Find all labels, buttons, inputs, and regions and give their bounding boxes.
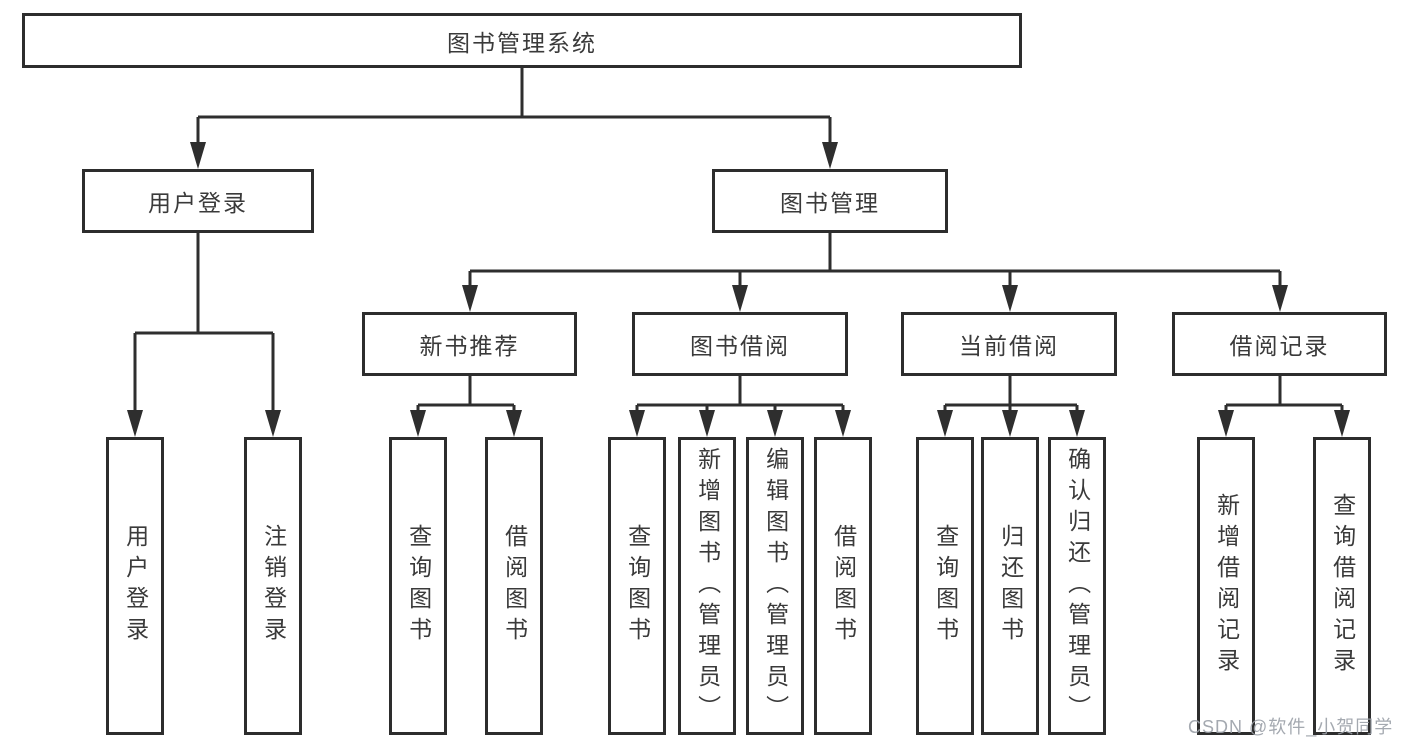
leaf-add-book-admin-label: 新增图书（管理员） bbox=[694, 446, 721, 726]
connector-book-borrowing-children bbox=[635, 376, 845, 413]
leaf-add-book-admin: 新增图书（管理员） bbox=[678, 437, 736, 735]
leaf-query-borrow-record-label: 查询借阅记录 bbox=[1329, 493, 1356, 679]
leaf-logout: 注销登录 bbox=[244, 437, 302, 735]
leaf-borrow-books-1-label: 借阅图书 bbox=[501, 524, 528, 648]
leaf-user-login-label: 用户登录 bbox=[122, 524, 149, 648]
connector-book-mgmt-children bbox=[468, 233, 1282, 288]
leaf-edit-book-admin: 编辑图书（管理员） bbox=[746, 437, 804, 735]
leaf-return-books: 归还图书 bbox=[981, 437, 1039, 735]
leaf-query-borrow-record: 查询借阅记录 bbox=[1313, 437, 1371, 735]
node-current-borrowing: 当前借阅 bbox=[901, 312, 1117, 376]
leaf-user-login: 用户登录 bbox=[106, 437, 164, 735]
node-root: 图书管理系统 bbox=[22, 13, 1022, 68]
connector-user-login-children bbox=[133, 233, 275, 413]
leaf-confirm-return-admin: 确认归还（管理员） bbox=[1048, 437, 1106, 735]
leaf-logout-label: 注销登录 bbox=[260, 524, 287, 648]
connector-new-book-rec-children bbox=[416, 376, 516, 413]
node-user-login: 用户登录 bbox=[82, 169, 314, 233]
leaf-borrow-books-2: 借阅图书 bbox=[814, 437, 872, 735]
leaf-add-borrow-record: 新增借阅记录 bbox=[1197, 437, 1255, 735]
leaf-borrow-books-1: 借阅图书 bbox=[485, 437, 543, 735]
leaf-borrow-books-2-label: 借阅图书 bbox=[830, 524, 857, 648]
leaf-query-books-1: 查询图书 bbox=[389, 437, 447, 735]
connector-root-to-level2 bbox=[196, 68, 832, 145]
leaf-query-books-1-label: 查询图书 bbox=[405, 524, 432, 648]
connector-borrowing-records-children bbox=[1224, 376, 1344, 413]
watermark: CSDN @软件_小贺同学 bbox=[1188, 717, 1394, 737]
connector-current-borrowing-children bbox=[943, 376, 1079, 413]
leaf-edit-book-admin-label: 编辑图书（管理员） bbox=[762, 446, 789, 726]
node-book-borrowing: 图书借阅 bbox=[632, 312, 848, 376]
leaf-query-books-3-label: 查询图书 bbox=[932, 524, 959, 648]
node-new-book-rec: 新书推荐 bbox=[362, 312, 577, 376]
leaf-add-borrow-record-label: 新增借阅记录 bbox=[1213, 493, 1240, 679]
leaf-query-books-2-label: 查询图书 bbox=[624, 524, 651, 648]
leaf-return-books-label: 归还图书 bbox=[997, 524, 1024, 648]
leaf-query-books-3: 查询图书 bbox=[916, 437, 974, 735]
leaf-query-books-2: 查询图书 bbox=[608, 437, 666, 735]
node-book-mgmt: 图书管理 bbox=[712, 169, 948, 233]
node-borrowing-records: 借阅记录 bbox=[1172, 312, 1387, 376]
leaf-confirm-return-admin-label: 确认归还（管理员） bbox=[1064, 446, 1091, 726]
